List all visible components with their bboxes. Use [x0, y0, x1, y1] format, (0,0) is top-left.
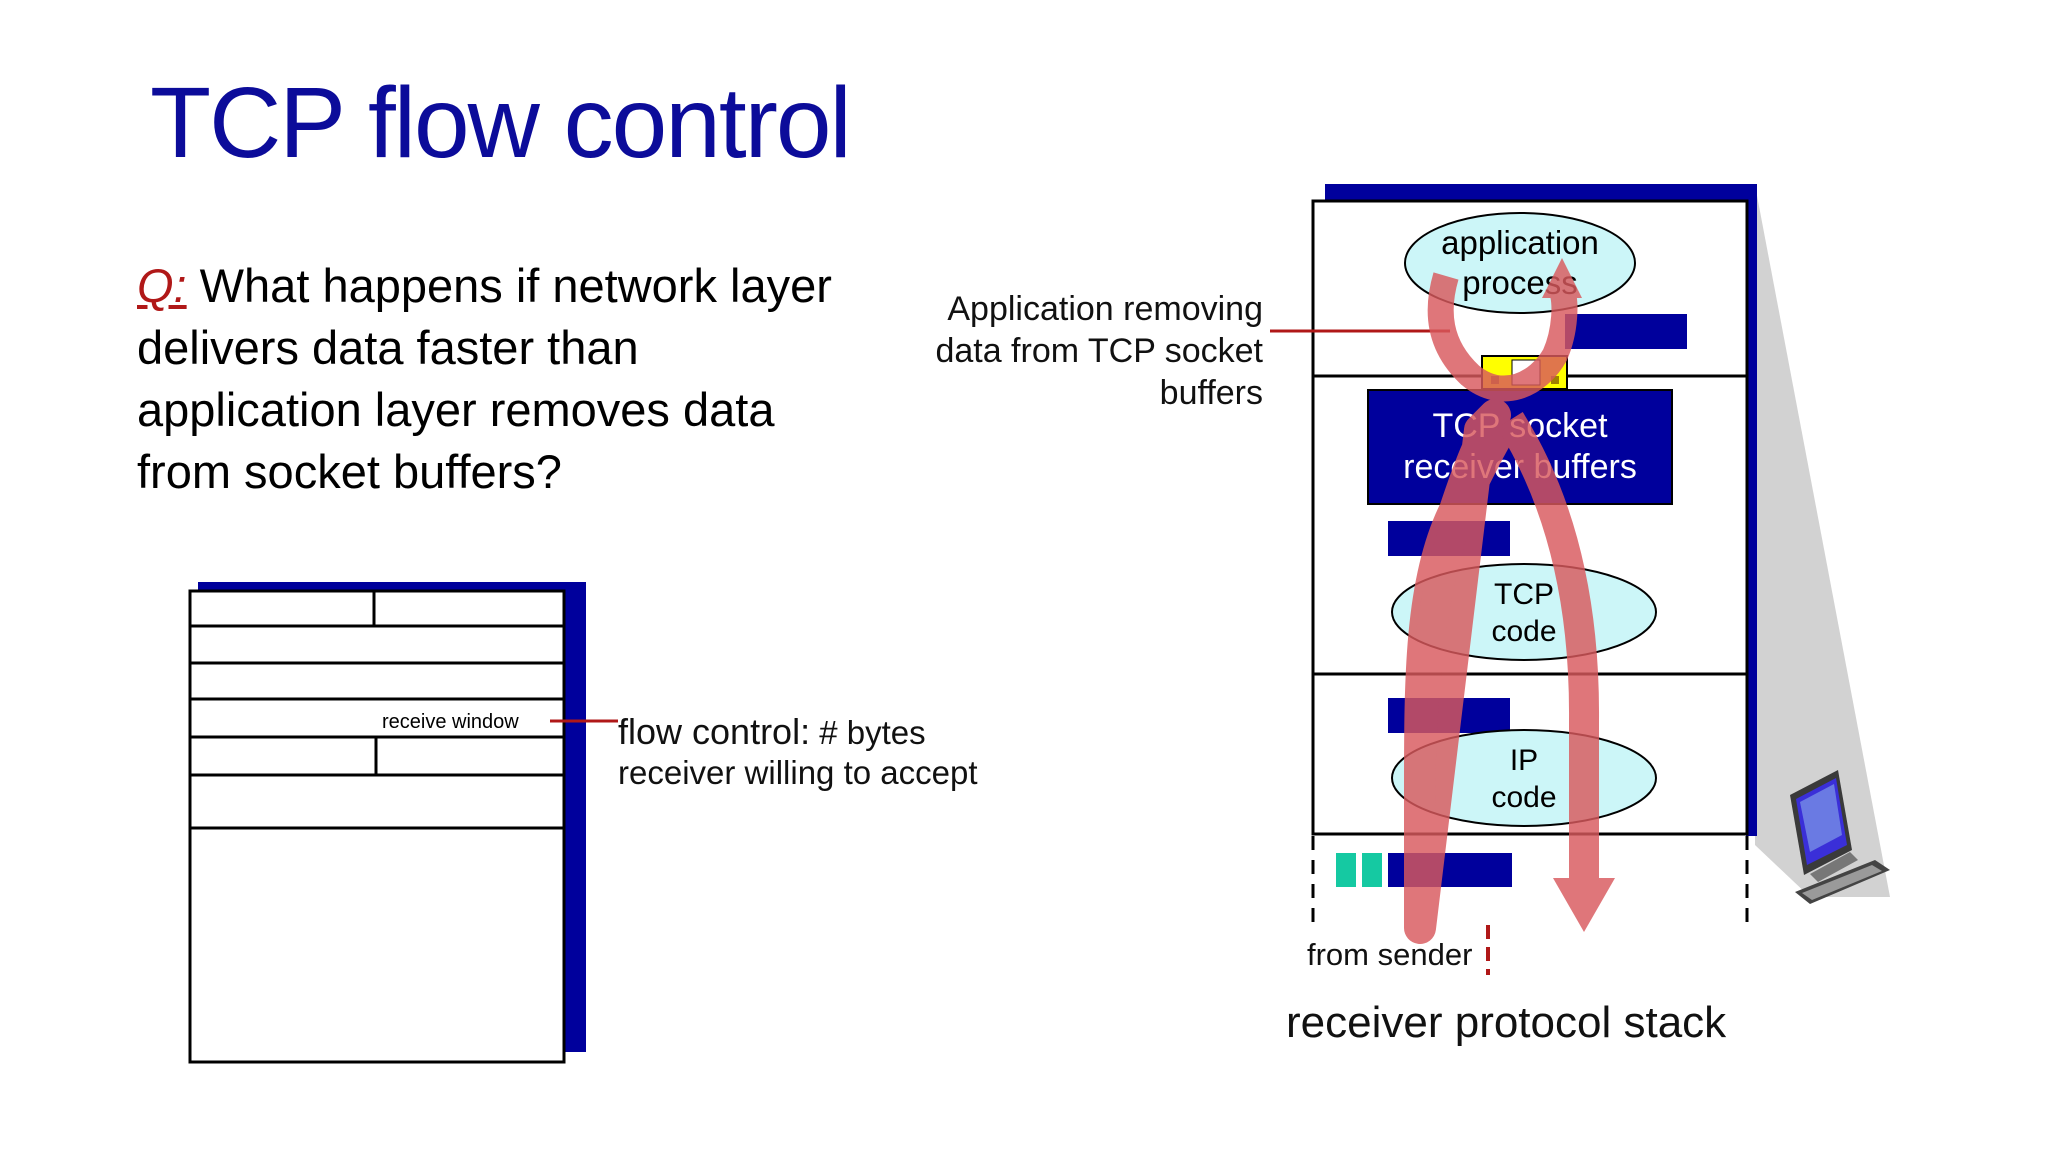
ip-code-line2: code [1491, 781, 1556, 814]
desktop-computer-icon [1790, 770, 1890, 904]
flow-control-line2: receiver willing to accept [618, 754, 978, 791]
slide-title: TCP flow control [150, 67, 852, 179]
receiver-stack-diagram: application process TCP socket receiver … [1270, 184, 1890, 975]
application-process-ellipse [1404, 212, 1636, 314]
question-prefix: Q: [137, 259, 187, 312]
flow-arrow-down-head [1553, 878, 1615, 932]
flow-control-bytes: # bytes [810, 714, 926, 751]
data-flow-arrows [1404, 258, 1615, 944]
from-sender-label: from sender [1307, 937, 1473, 972]
app-removing-label: Application removing data from TCP socke… [935, 290, 1263, 412]
stack-top-shadow [1325, 184, 1757, 204]
flow-control-term: flow control: [618, 711, 811, 752]
tcp-code-line2: code [1491, 615, 1556, 648]
question-body: What happens if network layer delivers d… [137, 259, 832, 498]
question-text: Q: What happens if network layer deliver… [137, 255, 837, 503]
flow-control-label: flow control: # bytes receiver willing t… [618, 712, 978, 793]
receiver-stack-caption: receiver protocol stack [1286, 998, 1727, 1047]
flow-arrow-down [1497, 412, 1600, 880]
flow-control-leader [598, 719, 618, 723]
application-label-line1: application [1441, 224, 1599, 261]
link-packet-teal-2 [1362, 853, 1382, 887]
app-removal-arrow [1427, 272, 1578, 402]
link-packet-teal-1 [1336, 853, 1356, 887]
stack-perspective [1755, 185, 1890, 897]
tcp-code-line1: TCP [1494, 578, 1554, 611]
app-data-block [1565, 314, 1687, 349]
ip-code-line1: IP [1510, 744, 1538, 777]
segment-rows [190, 591, 564, 830]
receive-window-label: receive window [382, 711, 519, 733]
tcp-segment-diagram: receive window [188, 582, 600, 1064]
stack-side-shadow [1746, 184, 1757, 836]
app-removal-arrow-head [1542, 258, 1582, 298]
